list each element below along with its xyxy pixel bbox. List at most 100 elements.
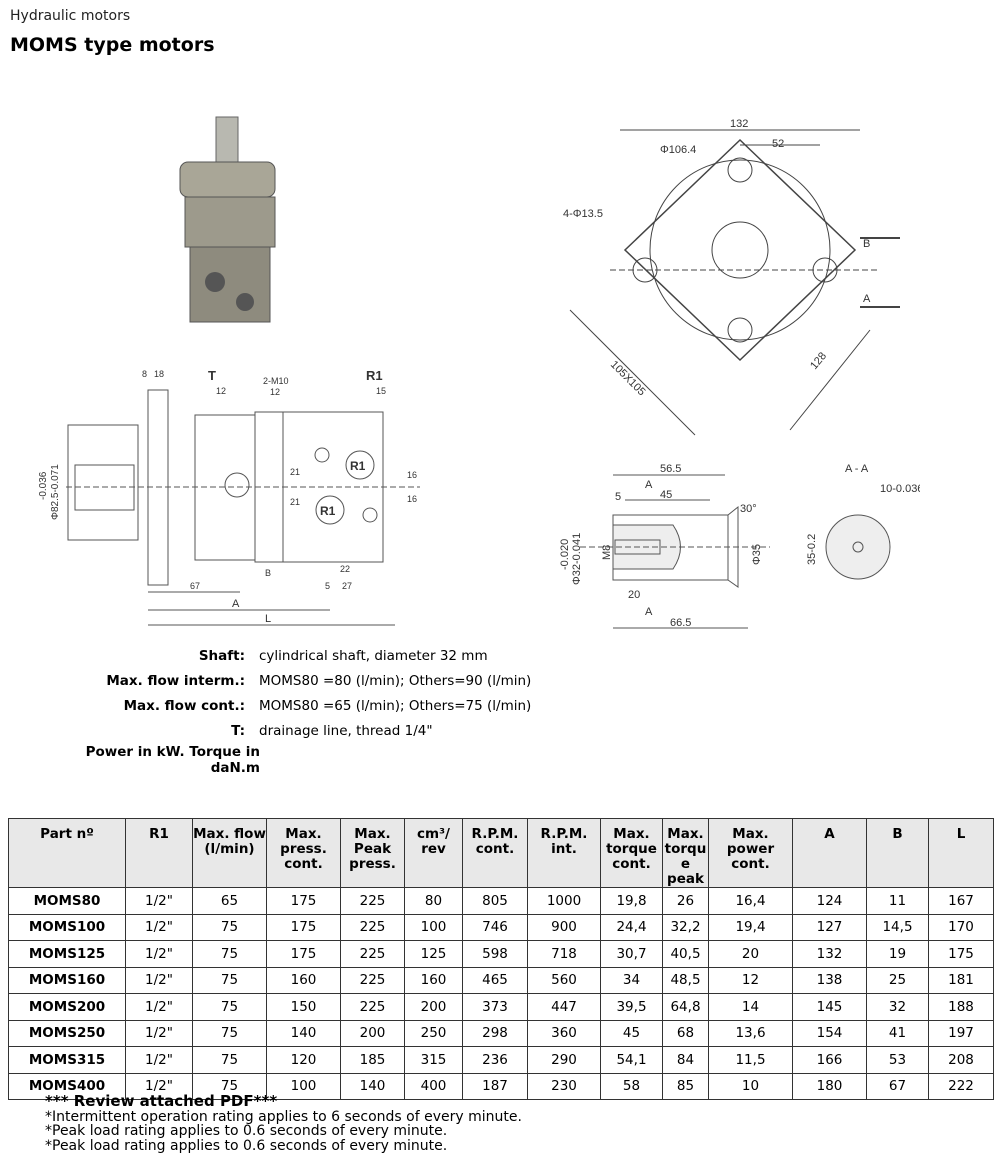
table-cell: 132 (792, 940, 867, 968)
table-cell: 19 (866, 940, 929, 968)
table-cell: 180 (792, 1072, 867, 1100)
spec-label: Shaft: (198, 648, 245, 664)
table-cell: 34 (600, 966, 663, 994)
table-cell: 145 (792, 993, 867, 1021)
table-cell: 84 (662, 1046, 709, 1074)
table-cell: 64,8 (662, 993, 709, 1021)
dim-l: L (265, 613, 271, 625)
table-cell: 100 (404, 913, 463, 941)
table-cell: 39,5 (600, 993, 663, 1021)
table-cell: 560 (527, 966, 601, 994)
dim-key: 10-0.036 (880, 483, 920, 495)
table-cell: 225 (340, 993, 405, 1021)
section-title: A - A (845, 463, 869, 475)
table-cell: 11 (866, 887, 929, 915)
dim-20: 20 (628, 589, 640, 601)
table-cell: 138 (792, 966, 867, 994)
table-cell: 200 (340, 1019, 405, 1047)
dim-d32: Φ32-0.041 (571, 533, 583, 585)
dim-16b: 16 (407, 494, 417, 504)
table-cell: 187 (462, 1072, 528, 1100)
dim-67: 67 (190, 581, 200, 591)
dim-5: 5 (325, 581, 330, 591)
table-cell: 1/2" (125, 940, 193, 968)
table-cell: 315 (404, 1046, 463, 1074)
table-cell: 125 (404, 940, 463, 968)
table-cell: 230 (527, 1072, 601, 1100)
table-cell: 75 (192, 966, 267, 994)
category-label: Hydraulic motors (10, 8, 131, 24)
column-header: Max. Peak press. (340, 818, 405, 888)
dim-16a: 16 (407, 470, 417, 480)
dim-45: 45 (660, 489, 672, 501)
table-cell: 360 (527, 1019, 601, 1047)
column-header: Max. press. cont. (266, 818, 341, 888)
table-cell: 16,4 (708, 887, 793, 915)
dim-21b: 21 (290, 497, 300, 507)
table-cell: 185 (340, 1046, 405, 1074)
dim-52: 52 (772, 138, 784, 150)
review-pdf-note: *** Review attached PDF*** (45, 1092, 278, 1110)
table-cell: 124 (792, 887, 867, 915)
part-number-cell: MOMS100 (8, 913, 126, 941)
spec-label: Max. flow interm.: (106, 673, 245, 689)
dim-22: 22 (340, 564, 350, 574)
table-cell: 718 (527, 940, 601, 968)
column-header: B (866, 818, 929, 888)
motor-photo (179, 116, 276, 323)
dim-tol: -0.036 (38, 471, 49, 500)
table-cell: 75 (192, 913, 267, 941)
table-cell: 75 (192, 1019, 267, 1047)
table-cell: 1/2" (125, 1046, 193, 1074)
dim-t12: 12 (216, 386, 226, 396)
table-cell: 175 (266, 887, 341, 915)
table-cell: 75 (192, 1072, 267, 1100)
table-cell: 197 (928, 1019, 994, 1047)
table-cell: 40,5 (662, 940, 709, 968)
table-cell: 53 (866, 1046, 929, 1074)
table-cell: 80 (404, 887, 463, 915)
part-number-cell: MOMS200 (8, 993, 126, 1021)
spec-label: T: (231, 723, 245, 739)
table-cell: 225 (340, 966, 405, 994)
dim-m10: 2-M10 (263, 376, 289, 386)
table-cell: 11,5 (708, 1046, 793, 1074)
table-cell: 24,4 (600, 913, 663, 941)
table-cell: 1/2" (125, 993, 193, 1021)
spec-label: daN.m (210, 760, 260, 776)
table-cell: 75 (192, 993, 267, 1021)
column-header: R1 (125, 818, 193, 888)
dim-m12: 12 (270, 387, 280, 397)
spec-value: MOMS80 =80 (l/min); Others=90 (l/min) (259, 673, 532, 689)
table-cell: 900 (527, 913, 601, 941)
table-cell: 150 (266, 993, 341, 1021)
table-cell: 13,6 (708, 1019, 793, 1047)
column-header: L (928, 818, 994, 888)
port-a-label: A (863, 293, 871, 305)
table-cell: 465 (462, 966, 528, 994)
table-cell: 160 (266, 966, 341, 994)
table-cell: 45 (600, 1019, 663, 1047)
column-header: Max. torqu e peak (662, 818, 709, 888)
table-cell: 68 (662, 1019, 709, 1047)
part-number-cell: MOMS160 (8, 966, 126, 994)
port-b-label: B (863, 238, 870, 250)
table-cell: 20 (708, 940, 793, 968)
side-view-drawing: 8 18 T 12 2-M10 12 R1 15 R1 R1 Φ82.5-0.0… (38, 368, 420, 626)
table-cell: 236 (462, 1046, 528, 1074)
table-cell: 167 (928, 887, 994, 915)
column-header: A (792, 818, 867, 888)
part-number-cell: MOMS125 (8, 940, 126, 968)
table-cell: 12 (708, 966, 793, 994)
port-r1b: R1 (320, 504, 336, 518)
part-number-cell: MOMS315 (8, 1046, 126, 1074)
footnotes: *** Review attached PDF*** *Intermittent… (45, 1094, 522, 1153)
shaft-drawing: 56.5 5 45 A A 30° Φ32-0.041 -0.020 M8 Φ3… (559, 463, 920, 629)
flange-drawing: 132 Φ106.4 52 4-Φ13.5 105X105 128 B A (563, 118, 900, 436)
